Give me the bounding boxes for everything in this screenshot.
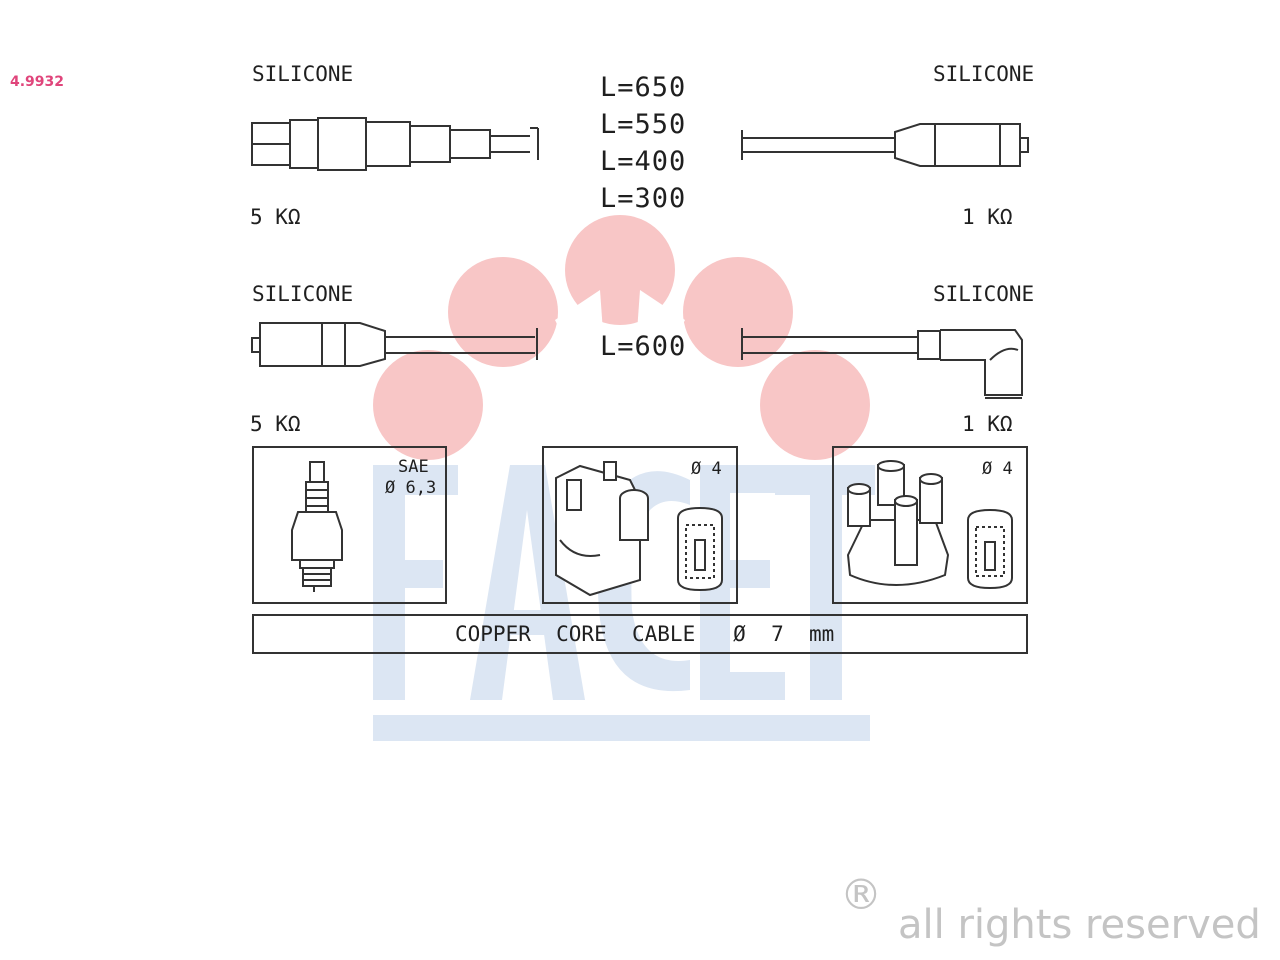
top-left-material: SILICONE — [252, 62, 354, 86]
mid-right-material: SILICONE — [933, 282, 1035, 306]
cable-spec-label: COPPER CORE CABLE Ø 7 mm — [455, 622, 835, 646]
length-300: L=300 — [600, 183, 687, 214]
logo-circles — [373, 215, 870, 460]
cable-spec-box — [252, 614, 1028, 654]
spark-plug-icon — [291, 461, 343, 592]
spark-plug-diameter: Ø 6,3 — [385, 478, 437, 498]
spark-plug-sae: SAE — [398, 457, 429, 477]
ignition-coil-box — [542, 446, 738, 604]
length-550: L=550 — [600, 109, 687, 140]
ignition-coil-icon — [555, 461, 723, 597]
top-right-material: SILICONE — [933, 62, 1035, 86]
mid-right-connector — [741, 328, 1023, 399]
logo-circle-upper-left — [448, 257, 558, 367]
mid-left-resistance: 5 KΩ — [250, 412, 301, 436]
distributor-box — [832, 446, 1028, 604]
top-left-connector — [251, 117, 539, 171]
length-650: L=650 — [600, 72, 687, 103]
mid-right-resistance: 1 KΩ — [962, 412, 1013, 436]
mid-left-material: SILICONE — [252, 282, 354, 306]
logo-circle-right — [760, 350, 870, 460]
mid-left-connector — [251, 322, 538, 367]
length-400: L=400 — [600, 146, 687, 177]
part-code: 4.9932 — [10, 74, 65, 90]
logo-circle-upper-right — [683, 257, 793, 367]
logo-circle-left — [373, 350, 483, 460]
distributor-cap-icon — [846, 460, 1013, 590]
top-right-connector — [741, 123, 1029, 167]
spark-plug-box — [252, 446, 447, 604]
top-right-resistance: 1 KΩ — [962, 205, 1013, 229]
top-left-resistance: 5 KΩ — [250, 205, 301, 229]
distributor-diameter: Ø 4 — [982, 459, 1013, 479]
copyright-text: all rights reserved — [898, 902, 1261, 948]
registered-symbol: ® — [840, 870, 882, 919]
coil-diameter: Ø 4 — [691, 459, 722, 479]
center-length: L=600 — [600, 331, 687, 362]
